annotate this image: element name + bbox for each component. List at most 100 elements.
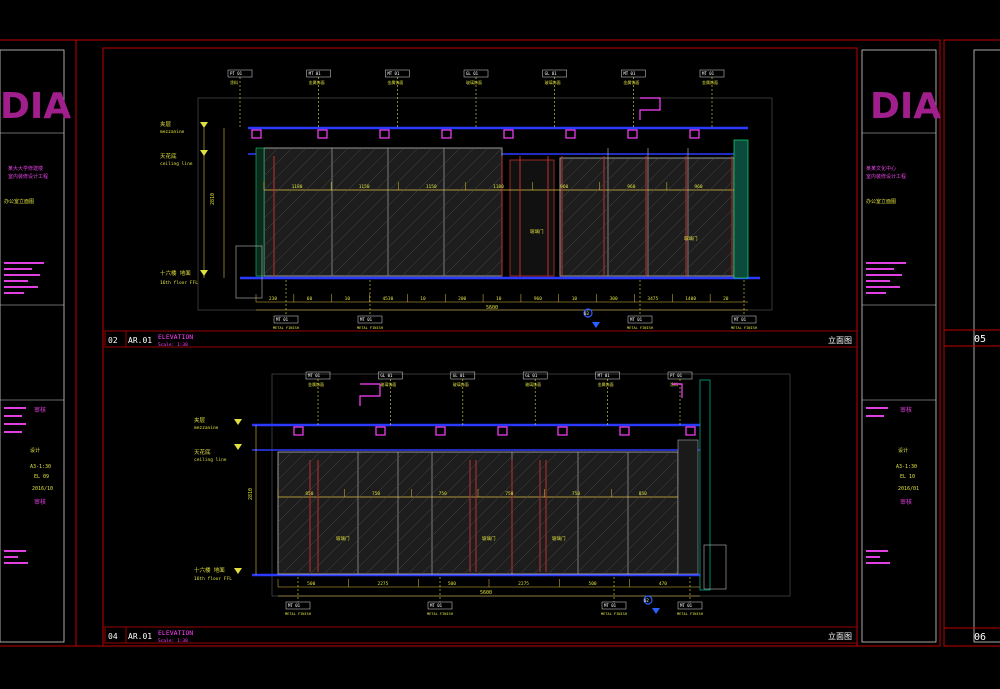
finish-tag-label: METAL FINISH <box>273 326 299 330</box>
ceiling-light-box <box>565 129 576 139</box>
project-name-left-1: 某大大学修建楼 <box>8 165 43 172</box>
top-elevation-scale: Scale: 1:30 <box>158 342 188 348</box>
stamp-right-2: 审核 <box>900 498 912 506</box>
material-tag-code: GL 01 <box>545 71 558 76</box>
material-tag-code: GL 01 <box>525 373 538 378</box>
ceiling-light-box <box>503 129 514 139</box>
bottom-mezzanine-en: mezzanine <box>194 425 219 431</box>
elevation-top[interactable]: 2810 夹层 mezzanine 天花底 ceiling line 十六楼 地… <box>160 69 773 330</box>
dimension-label: 960 <box>694 184 702 190</box>
finish-tag-code: MT 01 <box>276 317 289 322</box>
material-tag-code: MT 01 <box>702 71 715 76</box>
dimension-label: 1400 <box>685 296 696 302</box>
dimension-label: 500 <box>589 581 597 587</box>
top-mezzanine-label: 夹层 <box>160 120 172 128</box>
finish-tag-label: METAL FINISH <box>627 326 653 330</box>
dimension-label: 960 <box>560 184 568 190</box>
finish-tag-code: MT 01 <box>680 603 693 608</box>
bottom-elevation-scale: Scale: 1:30 <box>158 638 188 644</box>
finish-tag-code: MT 01 <box>360 317 373 322</box>
finish-tag-label: METAL FINISH <box>601 612 627 616</box>
material-tag-code: GL 01 <box>380 373 393 378</box>
bottom-elevation-number: 04 <box>108 632 118 641</box>
next-sheet-frame <box>943 39 1000 647</box>
finish-tag-code: MT 01 <box>630 317 643 322</box>
dimension-label: 20 <box>723 296 729 302</box>
dimension-label: 200 <box>458 296 466 302</box>
finish-tag-label: METAL FINISH <box>677 612 703 616</box>
material-tag-name: 金属饰面 <box>623 79 639 85</box>
top-elevation-number: 02 <box>108 336 118 345</box>
scale-left: A3-1:30 <box>30 464 51 470</box>
dimension-label: 2275 <box>378 581 389 587</box>
material-tag-code: MT 01 <box>598 373 611 378</box>
dimension-label: 750 <box>372 491 380 497</box>
bottom-elevation-cn-title: 立面图 <box>828 631 852 641</box>
top-ceiling-label: 天花底 <box>160 152 177 160</box>
dimension-label: 960 <box>534 296 542 302</box>
dimension-label: 750 <box>439 491 447 497</box>
ceiling-light-box <box>435 426 446 436</box>
finish-tag-box <box>601 601 627 610</box>
bottom-ceiling-en: ceiling line <box>194 457 227 463</box>
top-section-mark: 03 <box>584 311 589 316</box>
bottom-floor-en: 16th floor FFL <box>194 576 232 582</box>
project-name-right-1: 某某文化中心 <box>866 165 896 172</box>
top-elevation-cn-title: 立面图 <box>828 335 852 345</box>
stamp-left-2: 审核 <box>34 498 46 506</box>
bottom-door-note-1: 玻璃门 <box>336 535 350 542</box>
material-tag-code: MT 01 <box>387 71 400 76</box>
dimension-label: 4530 <box>382 296 393 302</box>
dimension-label: 750 <box>505 491 513 497</box>
ceiling-light-box <box>619 426 630 436</box>
project-name-left-2: 室内装修设计工程 <box>8 173 48 180</box>
bottom-floor-label: 十六楼 地面 <box>194 566 225 574</box>
ceiling-light-box <box>497 426 508 436</box>
dimension-label: 850 <box>639 491 647 497</box>
ceiling-light-box <box>293 426 304 436</box>
dimension-label: 500 <box>448 581 456 587</box>
finish-tag-box <box>273 315 299 324</box>
bottom-section-mark: 02 <box>644 598 649 603</box>
finish-tag-label: METAL FINISH <box>427 612 453 616</box>
dimension-label: 230 <box>269 296 277 302</box>
top-total-dim: 5600 <box>486 305 498 311</box>
material-tag-name: 玻璃饰面 <box>545 79 561 85</box>
material-tag-name: 玻璃饰面 <box>453 381 469 387</box>
dimension-label: 2275 <box>518 581 529 587</box>
ceiling-light-box <box>379 129 390 139</box>
top-elevation-title: ELEVATION <box>158 333 193 341</box>
next-sheet-tag-bottom: 06 <box>974 632 986 643</box>
bottom-door-note-3: 玻璃门 <box>552 535 566 542</box>
bottom-total-dim: 5600 <box>480 590 492 596</box>
material-tag-code: MT 01 <box>309 71 322 76</box>
top-mezzanine-en: mezzanine <box>160 129 185 135</box>
dimension-label: 1180 <box>292 184 303 190</box>
material-tag-code: PT 01 <box>670 373 683 378</box>
elevation-bottom[interactable]: 2810 夹层 mezzanine 天花底 ceiling line 十六楼 地… <box>194 371 791 616</box>
finish-tag-label: METAL FINISH <box>731 326 757 330</box>
title-block-left: DIA 某大大学修建楼 室内装修设计工程 办公室立面图 审核 设计 A3-1:3… <box>0 49 71 643</box>
material-tag-name: 玻璃饰面 <box>380 381 396 387</box>
material-tag-name: 金属饰面 <box>309 79 325 85</box>
dimension-label: 60 <box>307 296 313 302</box>
project-name-right-2: 室内装修设计工程 <box>866 173 906 180</box>
dia-logo-right: DIA <box>870 86 941 127</box>
finish-tag-box <box>731 315 757 324</box>
finish-tag-code: MT 01 <box>288 603 301 608</box>
elevation-top-title-bar: 02 AR.01 ELEVATION Scale: 1:30 立面图 <box>104 330 858 348</box>
dimension-label: 10 <box>496 296 502 302</box>
finish-tag-box <box>677 601 703 610</box>
material-tag-code: GL 01 <box>466 71 479 76</box>
bottom-mezzanine-label: 夹层 <box>194 416 206 424</box>
next-sheet-edge: 05 06 <box>944 49 1000 643</box>
finish-tag-box <box>627 315 653 324</box>
finish-tag-box <box>285 601 311 610</box>
finish-tag-box <box>427 601 453 610</box>
date-left: 2016/10 <box>32 486 53 492</box>
top-ceiling-en: ceiling line <box>160 161 193 167</box>
top-door-note-2: 玻璃门 <box>684 235 698 242</box>
dimension-label: 1150 <box>359 184 370 190</box>
top-door-note-1: 玻璃门 <box>530 228 544 235</box>
